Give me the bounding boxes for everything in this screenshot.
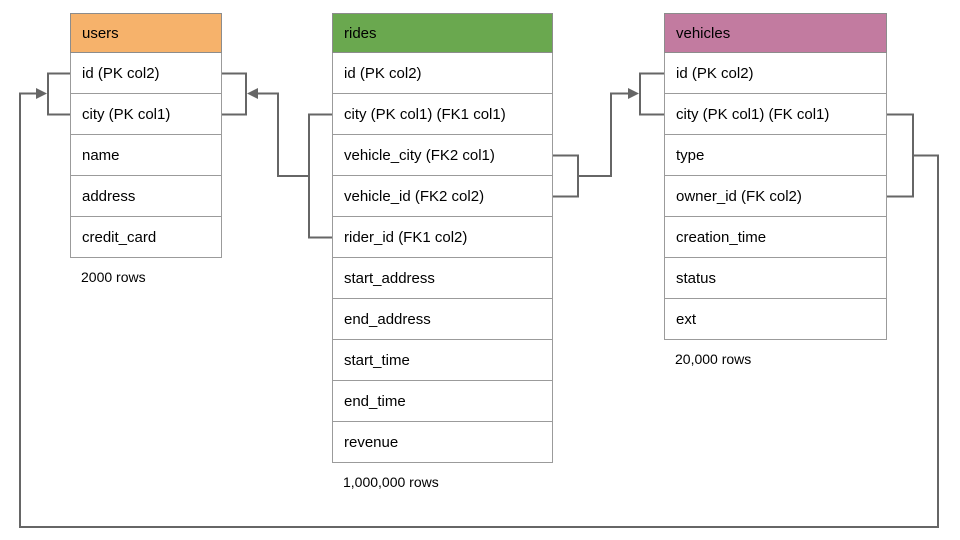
fk-connector-vehicles-to-users: [19, 92, 939, 528]
table-row: address: [70, 176, 222, 217]
table-row: id (PK col2): [332, 53, 553, 94]
table-vehicles-columns: id (PK col2) city (PK col1) (FK col1) ty…: [664, 53, 887, 340]
fk1-connector-rides-to-users: [258, 92, 309, 177]
rides-fk2-bracket: [553, 154, 579, 198]
table-row: status: [664, 258, 887, 299]
table-row: type: [664, 135, 887, 176]
column-label: type: [676, 146, 705, 164]
table-row: revenue: [332, 422, 553, 463]
table-rides-row-count: 1,000,000 rows: [343, 474, 439, 490]
column-label: credit_card: [82, 228, 157, 246]
table-row: start_time: [332, 340, 553, 381]
column-label: name: [82, 146, 120, 164]
fk2-arrowhead-icon: [628, 88, 639, 99]
table-vehicles-row-count: 20,000 rows: [675, 351, 752, 367]
table-rides-columns: id (PK col2) city (PK col1) (FK1 col1) v…: [332, 53, 553, 463]
table-users-header: users: [70, 13, 222, 53]
table-row: city (PK col1) (FK col1): [664, 94, 887, 135]
table-row: owner_id (FK col2): [664, 176, 887, 217]
table-rides-header: rides: [332, 13, 553, 53]
column-label: id (PK col2): [344, 64, 422, 82]
table-row: end_address: [332, 299, 553, 340]
table-row: id (PK col2): [664, 53, 887, 94]
column-label: creation_time: [676, 228, 767, 246]
table-row: creation_time: [664, 217, 887, 258]
table-row: name: [70, 135, 222, 176]
column-label: address: [82, 187, 136, 205]
column-label: start_address: [344, 269, 435, 287]
table-row: start_address: [332, 258, 553, 299]
rides-fk1-bracket: [308, 113, 332, 239]
table-row: city (PK col1): [70, 94, 222, 135]
table-vehicles-title: vehicles: [676, 24, 731, 42]
table-users-row-count: 2000 rows: [81, 269, 146, 285]
table-row: end_time: [332, 381, 553, 422]
table-rides-title: rides: [344, 24, 377, 42]
table-row: credit_card: [70, 217, 222, 258]
column-label: id (PK col2): [82, 64, 160, 82]
column-label: vehicle_id (FK2 col2): [344, 187, 485, 205]
table-row: vehicle_id (FK2 col2): [332, 176, 553, 217]
column-label: rider_id (FK1 col2): [344, 228, 468, 246]
table-row: vehicle_city (FK2 col1): [332, 135, 553, 176]
column-label: id (PK col2): [676, 64, 754, 82]
fk3-arrowhead-icon: [36, 88, 47, 99]
column-label: end_time: [344, 392, 406, 410]
table-users-title: users: [82, 24, 119, 42]
column-label: city (PK col1) (FK col1): [676, 105, 830, 123]
column-label: city (PK col1): [82, 105, 171, 123]
table-users: users id (PK col2) city (PK col1) name a…: [70, 13, 222, 285]
users-right-key-bracket: [222, 72, 247, 116]
column-label: revenue: [344, 433, 399, 451]
table-vehicles-header: vehicles: [664, 13, 887, 53]
table-vehicles: vehicles id (PK col2) city (PK col1) (FK…: [664, 13, 887, 367]
column-label: ext: [676, 310, 697, 328]
column-label: city (PK col1) (FK1 col1): [344, 105, 506, 123]
column-label: end_address: [344, 310, 431, 328]
table-row: rider_id (FK1 col2): [332, 217, 553, 258]
fk1-arrowhead-icon: [247, 88, 258, 99]
column-label: status: [676, 269, 717, 287]
table-row: ext: [664, 299, 887, 340]
users-left-key-bracket: [47, 72, 70, 116]
table-row: city (PK col1) (FK1 col1): [332, 94, 553, 135]
vehicles-left-key-bracket: [639, 72, 664, 116]
table-row: id (PK col2): [70, 53, 222, 94]
column-label: start_time: [344, 351, 410, 369]
column-label: owner_id (FK col2): [676, 187, 802, 205]
vehicles-fk-bracket: [887, 113, 914, 198]
column-label: vehicle_city (FK2 col1): [344, 146, 495, 164]
table-users-columns: id (PK col2) city (PK col1) name address…: [70, 53, 222, 258]
fk2-connector-rides-to-vehicles: [578, 92, 628, 177]
table-rides: rides id (PK col2) city (PK col1) (FK1 c…: [332, 13, 553, 490]
